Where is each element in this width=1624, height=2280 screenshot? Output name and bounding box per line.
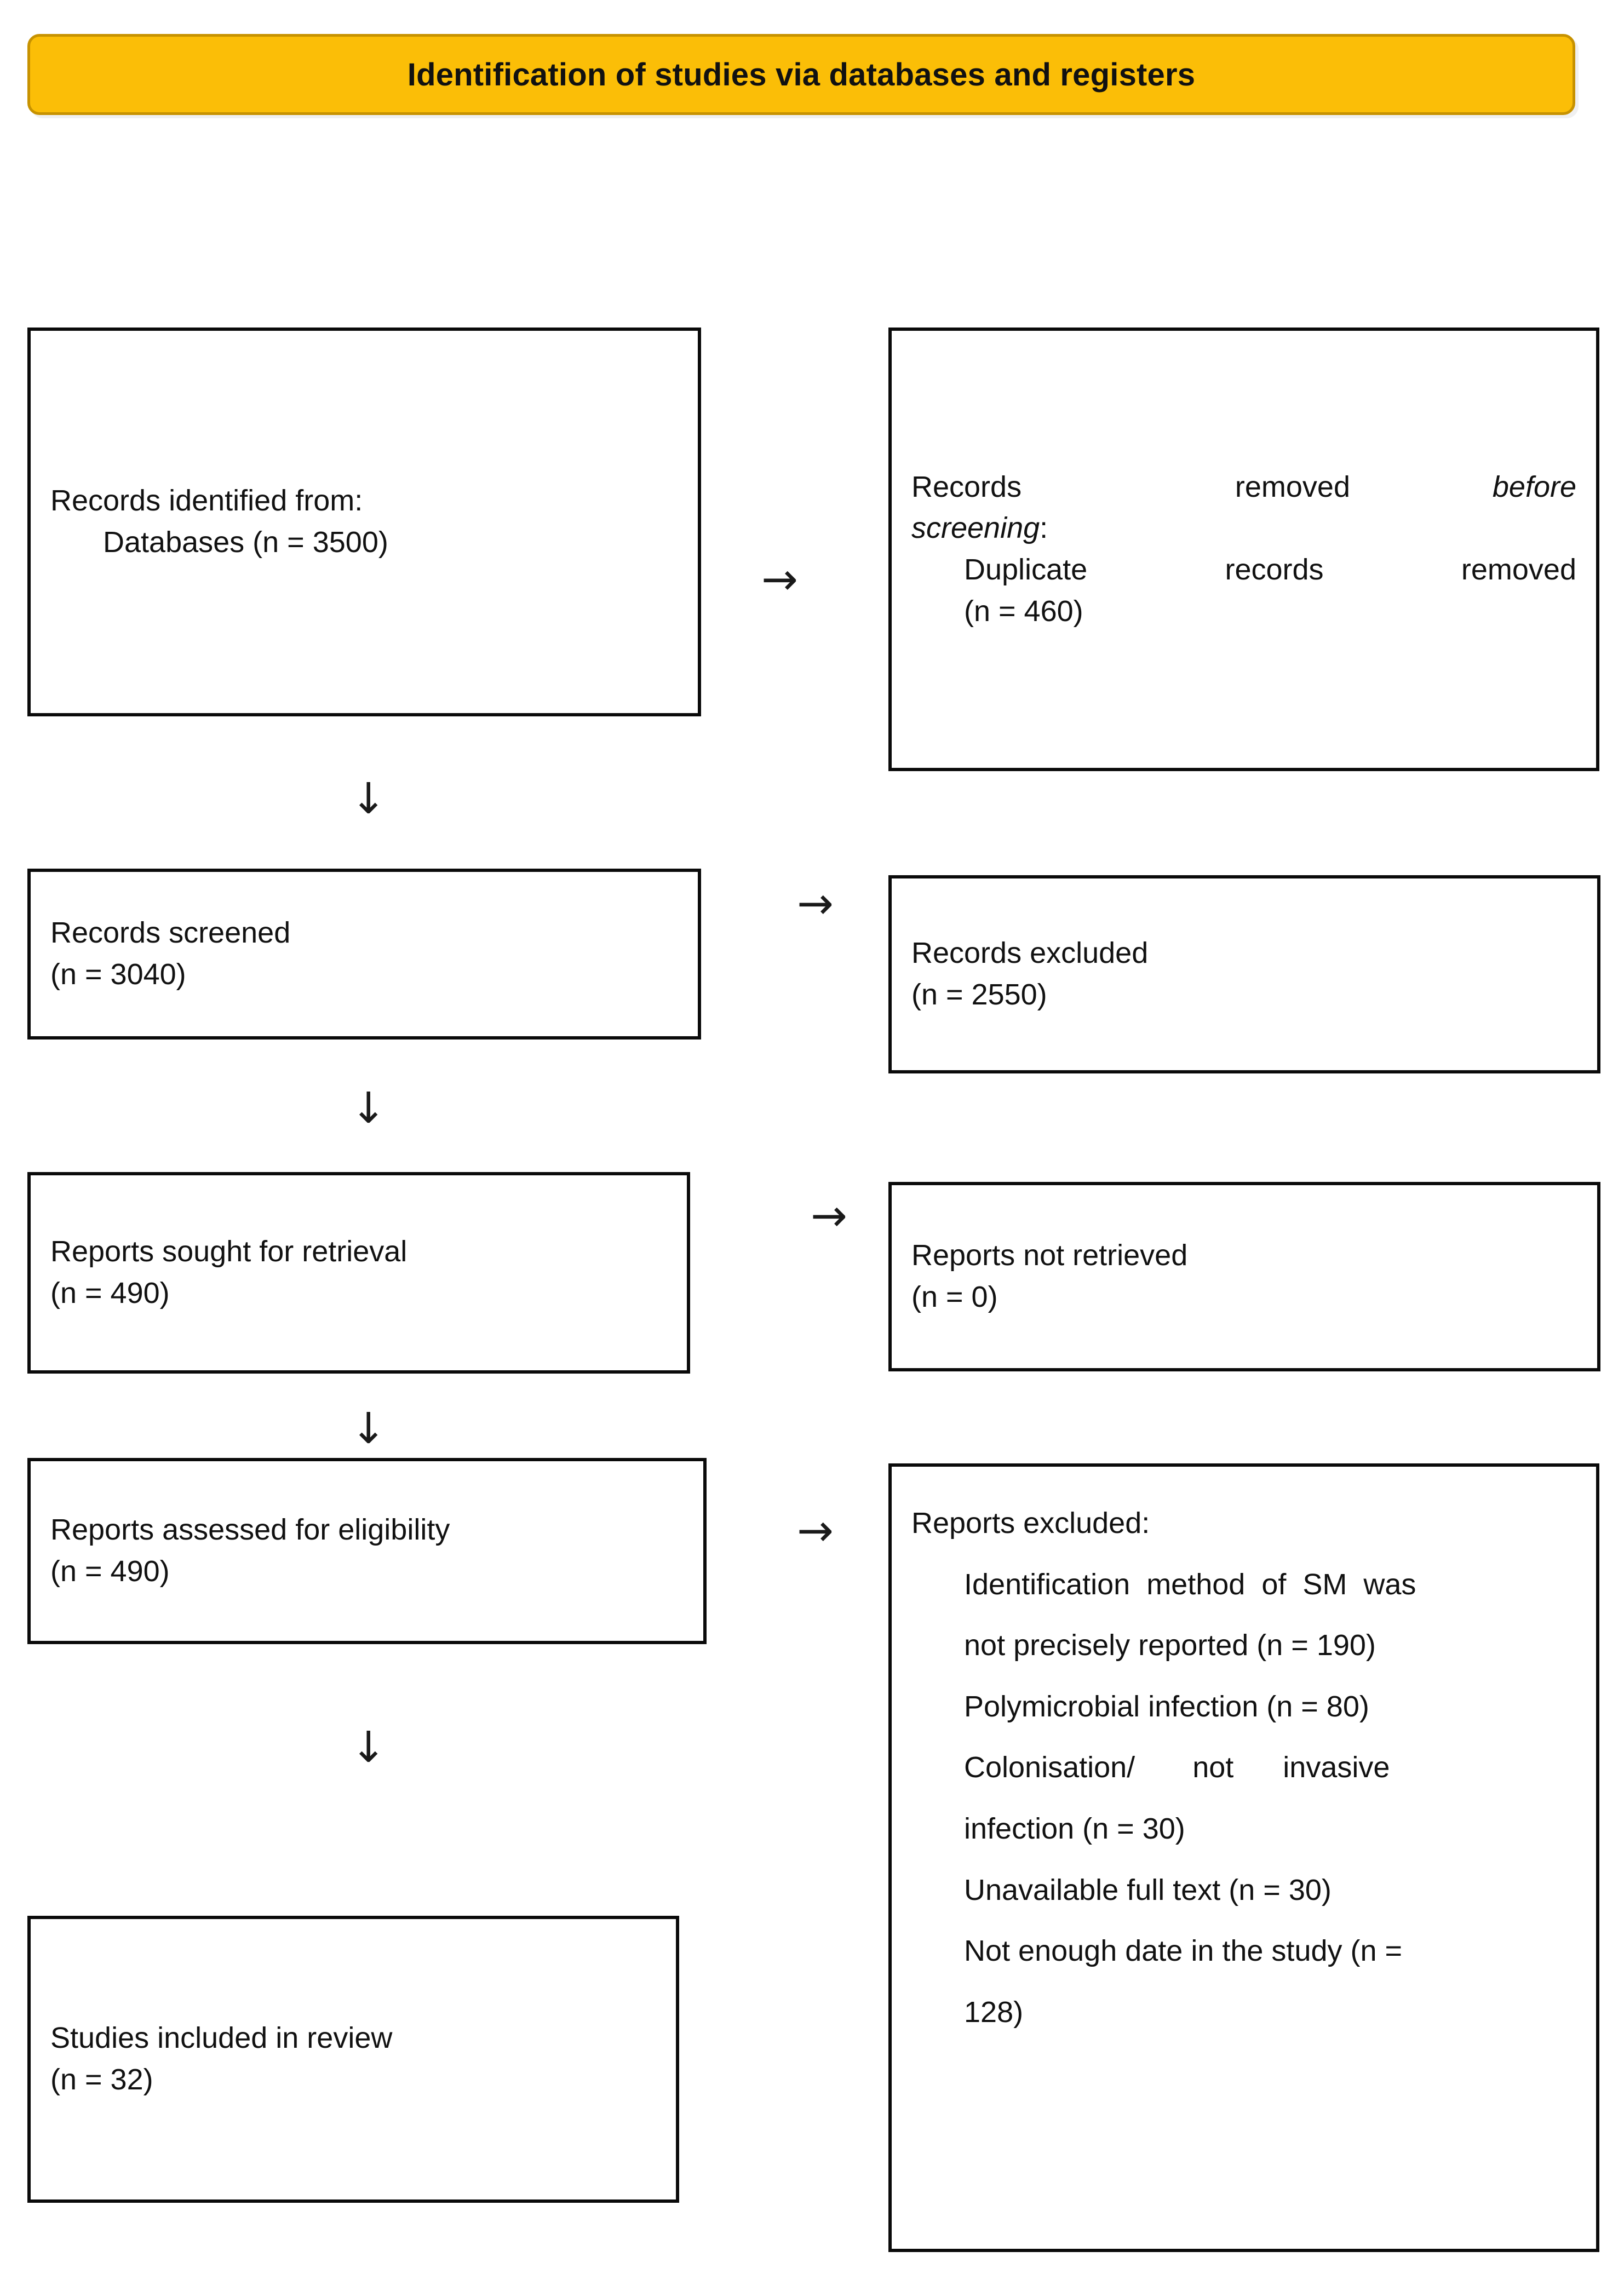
box-records-identified: Records identified from: Databases (n = … (27, 328, 701, 716)
records-screened-count: (n = 3040) (50, 958, 186, 991)
arrow-down-icon: ↓ (351, 1084, 387, 1133)
duplicate-records-removed-label: Duplicate records removed (964, 553, 1576, 586)
duplicate-records-removed-count: (n = 460) (964, 594, 1083, 628)
box-reports-assessed: Reports assessed for eligibility (n = 49… (27, 1458, 707, 1644)
reports-excluded-item: Polymicrobial infection (n = 80) (964, 1690, 1369, 1723)
records-removed-screening-line: screening: (911, 508, 1576, 549)
reports-sought-count: (n = 490) (50, 1277, 170, 1310)
box-records-removed: Records removed before screening: Duplic… (888, 328, 1599, 771)
header-banner: Identification of studies via databases … (27, 34, 1575, 115)
records-removed-screening-colon: : (1040, 512, 1048, 545)
arrow-right-icon: → (811, 1190, 848, 1241)
studies-included-label: Studies included in review (50, 2021, 393, 2055)
arrow-right-icon: → (797, 878, 834, 929)
records-screened-label: Records screened (50, 916, 291, 950)
arrow-down-icon: ↓ (351, 1404, 387, 1454)
reports-assessed-label: Reports assessed for eligibility (50, 1513, 450, 1547)
box-records-excluded: Records excluded (n = 2550) (888, 875, 1600, 1073)
box-reports-excluded: Reports excluded: Identification method … (888, 1463, 1599, 2252)
reports-sought-label: Reports sought for retrieval (50, 1235, 408, 1268)
box-reports-sought: Reports sought for retrieval (n = 490) (27, 1172, 690, 1374)
reports-excluded-item: Unavailable full text (n = 30) (964, 1873, 1332, 1906)
arrow-right-icon: → (761, 554, 799, 605)
arrow-down-icon: ↓ (351, 1723, 387, 1772)
reports-excluded-item: not precisely reported (n = 190) (964, 1629, 1376, 1662)
reports-excluded-heading: Reports excluded: (911, 1507, 1150, 1540)
records-identified-databases: Databases (n = 3500) (103, 526, 388, 559)
studies-included-count: (n = 32) (50, 2063, 153, 2096)
box-studies-included: Studies included in review (n = 32) (27, 1916, 679, 2203)
reports-excluded-item: infection (n = 30) (964, 1812, 1185, 1845)
arrow-down-icon: ↓ (351, 774, 387, 824)
arrow-right-icon: → (797, 1505, 834, 1556)
records-excluded-label: Records excluded (911, 937, 1149, 970)
records-removed-screening-italic: screening (911, 512, 1040, 545)
box-records-screened: Records screened (n = 3040) (27, 869, 701, 1040)
reports-not-retrieved-label: Reports not retrieved (911, 1239, 1188, 1272)
reports-excluded-item: Identification method of SM was (964, 1567, 1416, 1601)
reports-excluded-item: Colonisation/ not invasive (964, 1751, 1390, 1784)
reports-excluded-item: Not enough date in the study (n = (964, 1934, 1403, 1968)
records-excluded-count: (n = 2550) (911, 978, 1047, 1011)
records-removed-label: Records removed before (911, 467, 1576, 508)
page-title: Identification of studies via databases … (407, 56, 1196, 93)
reports-not-retrieved-count: (n = 0) (911, 1280, 998, 1313)
records-removed-label-italic: before (1492, 470, 1576, 503)
records-identified-label: Records identified from: (50, 484, 363, 518)
reports-assessed-count: (n = 490) (50, 1555, 170, 1588)
records-removed-label-text: Records removed (911, 470, 1493, 503)
reports-excluded-item: 128) (964, 1995, 1024, 2029)
box-reports-not-retrieved: Reports not retrieved (n = 0) (888, 1182, 1600, 1371)
